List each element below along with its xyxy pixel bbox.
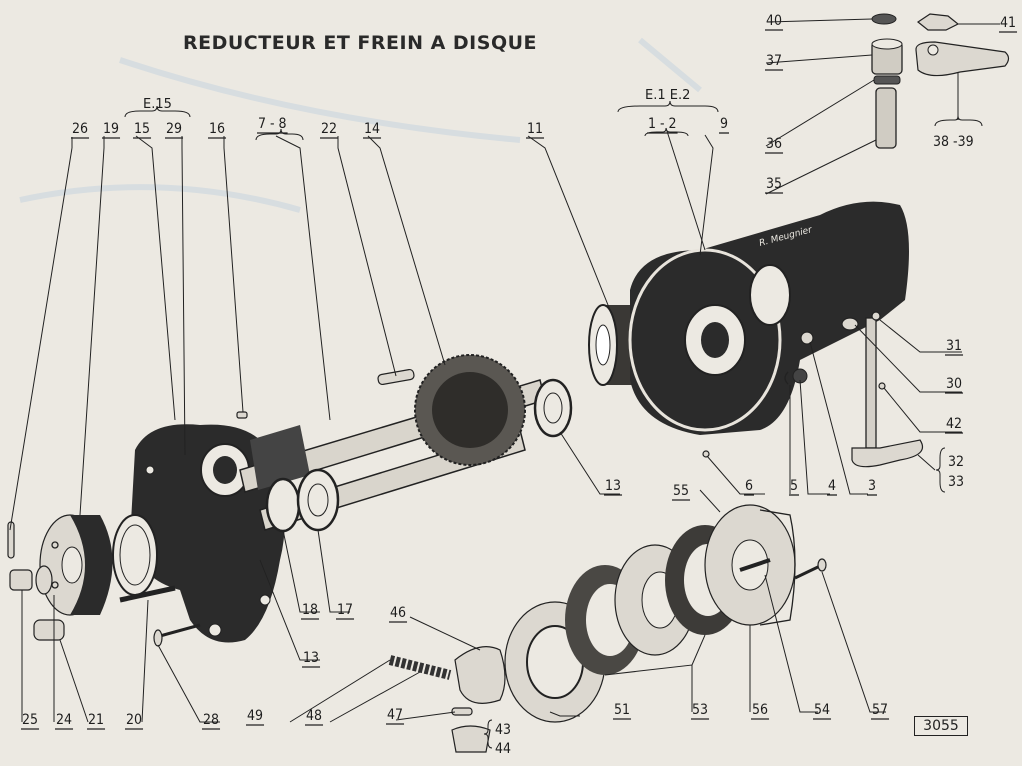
part-49-48-adjuster [388, 655, 452, 680]
callout-55: 55 [673, 483, 689, 499]
part-17-bearing [296, 468, 340, 532]
callout-15: 15 [134, 121, 150, 137]
part-24-washer [35, 565, 53, 595]
callout-18: 18 [302, 602, 318, 618]
callout-21: 21 [88, 712, 104, 728]
callout-6: 6 [745, 478, 753, 494]
part-57-bolt [794, 558, 827, 580]
callout-1-2: 1 - 2 [648, 116, 677, 132]
callout-40: 40 [766, 13, 782, 29]
part-35-pin [875, 87, 897, 149]
part-3-plug [800, 331, 814, 345]
callout-46: 46 [390, 605, 406, 621]
part-6-plug [702, 450, 710, 458]
callout-31: 31 [946, 338, 962, 354]
callout-labels: 26 19 15 29 16 7 - 8 22 14 11 1 - 2 9 40… [22, 13, 1016, 757]
part-22-key [377, 368, 415, 386]
callout-51: 51 [614, 702, 630, 718]
callout-37: 37 [766, 53, 782, 69]
callout-35: 35 [766, 176, 782, 192]
part-37-bush [871, 38, 903, 75]
callout-44: 44 [495, 741, 511, 757]
callout-42: 42 [946, 416, 962, 432]
part-40-washer [871, 13, 897, 25]
part-47-pin [451, 707, 473, 716]
callout-14: 14 [364, 121, 380, 137]
part-15-sleeve [112, 514, 158, 596]
callout-33: 33 [948, 474, 964, 490]
part-43-44-fork [451, 725, 491, 753]
callout-41: 41 [1000, 15, 1016, 31]
diagram-title: REDUCTEUR ET FREIN A DISQUE [183, 32, 537, 54]
part-25-nut [9, 569, 33, 591]
callout-9: 9 [720, 116, 728, 132]
callout-19: 19 [103, 121, 119, 137]
part-32-33-lever [851, 317, 924, 468]
callout-4: 4 [828, 478, 836, 494]
part-54-stud [739, 558, 771, 572]
callout-11: 11 [527, 121, 543, 137]
callout-13-lower: 13 [303, 650, 319, 666]
callout-57: 57 [872, 702, 888, 718]
part-21-nut [33, 619, 65, 641]
part-14-gear [414, 354, 526, 466]
callout-28: 28 [203, 712, 219, 728]
part-13-bearing-upper [533, 378, 573, 438]
callout-25: 25 [22, 712, 38, 728]
part-5-clip [784, 371, 789, 385]
part-41-plate [916, 13, 960, 31]
callout-16: 16 [209, 121, 225, 137]
part-42-grease-nipple [878, 382, 886, 390]
part-31-screw [871, 311, 881, 321]
callout-7-8: 7 - 8 [258, 116, 287, 132]
callout-47: 47 [387, 707, 403, 723]
part-46-caliper [454, 646, 506, 704]
part-20-stud [119, 585, 176, 603]
group-label-e15: E.15 [143, 97, 172, 112]
part-18-bearing [265, 477, 301, 533]
part-30-bushing [841, 317, 859, 331]
callout-36: 36 [766, 136, 782, 152]
callout-underlines [21, 29, 1018, 730]
callout-22: 22 [321, 121, 337, 137]
callout-20: 20 [126, 712, 142, 728]
callout-56: 56 [752, 702, 768, 718]
callout-17: 17 [337, 602, 353, 618]
callout-32: 32 [948, 454, 964, 470]
leader-lines [9, 18, 1000, 723]
part-16-pin [236, 411, 248, 419]
callout-38-39: 38 -39 [933, 134, 974, 150]
callout-43: 43 [495, 722, 511, 738]
callout-24: 24 [56, 712, 72, 728]
callout-49: 49 [247, 708, 263, 724]
callout-30: 30 [946, 376, 962, 392]
callout-3: 3 [868, 478, 876, 494]
callout-53: 53 [692, 702, 708, 718]
callout-13-upper: 13 [605, 478, 621, 494]
callout-26: 26 [72, 121, 88, 137]
part-26-pin [7, 521, 15, 559]
part-28-bolt [153, 623, 201, 647]
group-labels: E.15 E.1 E.2 [143, 88, 690, 112]
figure-number: 3055 [914, 716, 968, 736]
callout-48: 48 [306, 708, 322, 724]
part-19-flange [39, 514, 113, 616]
group-braces [124, 100, 983, 749]
part-38-39-arm [915, 41, 1010, 77]
part-9-axle-housing: R. Meugnier [628, 201, 909, 435]
callout-5: 5 [790, 478, 798, 494]
callout-54: 54 [814, 702, 830, 718]
callout-29: 29 [166, 121, 182, 137]
paper-show-through [19, 37, 702, 213]
part-36-spring [873, 75, 901, 85]
group-label-e1e2: E.1 E.2 [645, 88, 690, 103]
